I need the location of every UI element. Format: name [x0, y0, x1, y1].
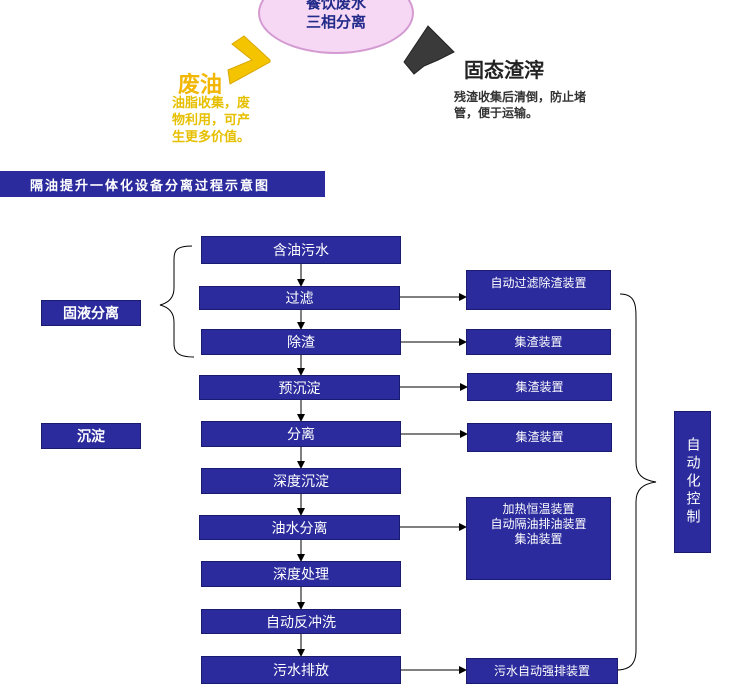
step-separation: 分离: [201, 421, 401, 447]
auto-control-box: 自动化控制: [674, 411, 711, 553]
label-solid-liquid-separation: 固液分离: [41, 300, 141, 326]
device-auto-filter: 自动过滤除渣装置: [466, 270, 611, 310]
dark-arrow-icon: [403, 25, 455, 75]
label-sediment: 沉淀: [41, 423, 141, 449]
step-sewage-discharge: 污水排放: [201, 656, 401, 684]
device-forced-drain: 污水自动强排装置: [466, 658, 618, 684]
diagram-banner: 隔油提升一体化设备分离过程示意图: [0, 171, 325, 197]
step-deep-treatment: 深度处理: [201, 561, 401, 587]
right-brace: [615, 293, 657, 671]
yellow-arrow-icon: [227, 35, 271, 85]
step-deep-sediment: 深度沉淀: [201, 468, 401, 494]
solid-waste-title: 固态渣滓: [464, 58, 544, 82]
center-ellipse-text: 餐饮废水 三相分离: [258, 0, 414, 32]
step-oily-wastewater: 含油污水: [201, 236, 401, 264]
waste-oil-title: 废油: [178, 73, 223, 98]
step-auto-backwash: 自动反冲洗: [201, 609, 401, 634]
left-brace: [159, 245, 195, 358]
device-slag-collector-1: 集渣装置: [466, 329, 611, 355]
device-slag-collector-2: 集渣装置: [467, 373, 612, 401]
device-slag-collector-3: 集渣装置: [467, 423, 612, 452]
device-oil-collection: 加热恒温装置 自动隔油排油装置 集油装置: [466, 497, 611, 580]
step-slag-removal: 除渣: [201, 329, 401, 355]
waste-oil-desc: 油脂收集，废 物利用，可产 生更多价值。: [172, 96, 251, 145]
step-filter: 过滤: [199, 286, 400, 310]
step-pre-sediment: 预沉淀: [199, 375, 400, 400]
solid-waste-desc: 残渣收集后清倒，防止堵 管，便于运输。: [454, 90, 587, 120]
center-line2: 三相分离: [305, 13, 366, 31]
center-line1: 餐饮废水: [305, 0, 366, 12]
step-oil-water-separation: 油水分离: [199, 515, 400, 540]
